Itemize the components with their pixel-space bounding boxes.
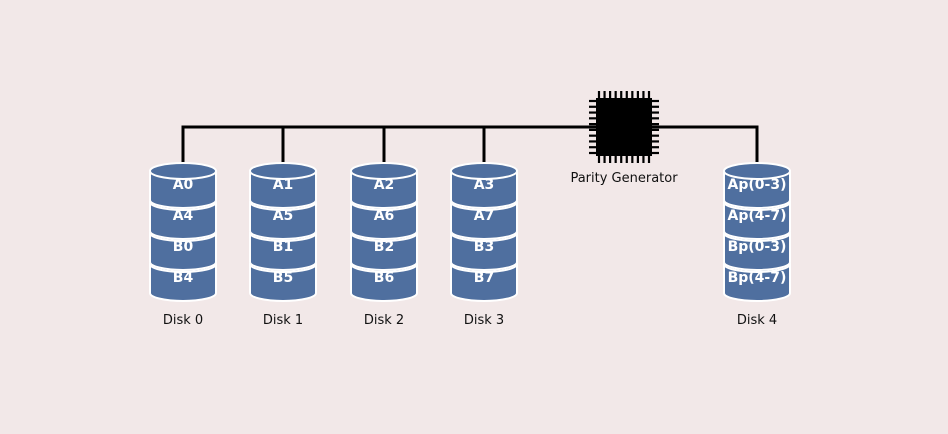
disk-segment-body [450, 201, 518, 240]
disk-segment-body [249, 232, 317, 271]
disk-label: Disk 3 [464, 313, 504, 328]
disk-block-label: A0 [173, 177, 194, 193]
disk-segment-body [723, 263, 791, 302]
disk-block-label: A7 [474, 208, 495, 224]
disk-label: Disk 1 [263, 313, 303, 328]
disk-block-label: Bp(0-3) [728, 239, 787, 255]
disk-block-label: Ap(0-3) [728, 177, 787, 193]
disk-segment: A0 [149, 162, 217, 209]
disk-segment-body [350, 201, 418, 240]
disk-segment-body [249, 201, 317, 240]
disk-segment-body [450, 263, 518, 302]
disk-segment: Ap(0-3) [723, 162, 791, 209]
disk-block-label: B2 [374, 239, 394, 255]
disk-block-label: A6 [374, 208, 395, 224]
disk-4: Bp(4-7) Bp(0-3) Ap(4-7) Ap(0-3) Disk 4 [723, 162, 791, 328]
disk-label: Disk 0 [163, 313, 203, 328]
disk-block-label: A2 [374, 177, 395, 193]
disk-label: Disk 2 [364, 313, 404, 328]
disk-segment-top [350, 162, 418, 180]
disk-block-label: A1 [273, 177, 294, 193]
disk-block-label: B6 [374, 270, 394, 286]
disk-block-label: B4 [173, 270, 194, 286]
disk-segment-body [249, 263, 317, 302]
disk-block-label: Bp(4-7) [728, 270, 787, 286]
disk-segment-body [350, 170, 418, 209]
disk-segment-body [249, 170, 317, 209]
chip-pins [589, 91, 659, 163]
disk-segment-body [149, 170, 217, 209]
parity-generator-label: Parity Generator [570, 171, 678, 186]
disk-label: Disk 4 [737, 313, 777, 328]
disk-segment: A1 [249, 162, 317, 209]
disk-block-label: A3 [474, 177, 495, 193]
disk-segment-body [723, 232, 791, 271]
disk-segment-top [149, 162, 217, 180]
disk-segment-top [249, 162, 317, 180]
disk-segment: A3 [450, 162, 518, 209]
disk-block-label: B1 [273, 239, 293, 255]
disk-segment-body [149, 201, 217, 240]
disk-segment-body [450, 170, 518, 209]
disk-segment-body [450, 232, 518, 271]
disk-segment-body [723, 170, 791, 209]
disk-segment: A2 [350, 162, 418, 209]
disk-segment-body [350, 232, 418, 271]
disk-block-label: B7 [474, 270, 494, 286]
parity-generator: Parity Generator [570, 91, 678, 186]
disk-block-label: A5 [273, 208, 294, 224]
disk-segment-body [723, 201, 791, 240]
disk-segment-top [723, 162, 791, 180]
disk-block-label: Ap(4-7) [728, 208, 787, 224]
disk-segment-top [450, 162, 518, 180]
disk-block-label: B5 [273, 270, 293, 286]
bus-line [181, 125, 759, 171]
disk-block-label: B3 [474, 239, 494, 255]
cpu-chip-icon [596, 98, 652, 156]
disk-block-label: B0 [173, 239, 194, 255]
disk-segment-body [149, 232, 217, 271]
disk-block-label: A4 [173, 208, 194, 224]
disk-segment-body [149, 263, 217, 302]
disk-segment-body [350, 263, 418, 302]
